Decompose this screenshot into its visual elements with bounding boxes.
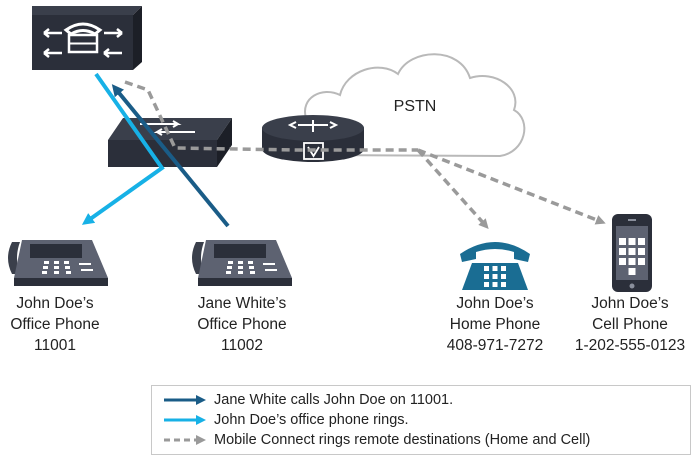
john-home-type: Home Phone: [449, 316, 541, 333]
john-office-phone-icon: [8, 240, 108, 286]
john-home-name: John Doe’s: [456, 295, 534, 312]
cell-phone-icon: [612, 214, 652, 292]
grey-dashed-path: [124, 80, 606, 229]
john-cell-number: 1-202-555-0123: [574, 337, 686, 354]
legend-text-dark-blue: Jane White calls John Doe on 11001.: [214, 392, 454, 408]
jane-office-name: Jane White’s: [197, 295, 287, 312]
legend-text-cyan: John Doe’s office phone rings.: [214, 412, 409, 428]
john-office-phone-label: John Doe’s Office Phone 11001: [0, 293, 110, 356]
jane-office-phone-label: Jane White’s Office Phone 11002: [182, 293, 302, 356]
john-cell-name: John Doe’s: [591, 295, 669, 312]
john-office-ext: 11001: [34, 337, 76, 354]
john-home-phone-label: John Doe’s Home Phone 408-971-7272: [430, 293, 560, 356]
jane-office-phone-icon: [192, 240, 292, 286]
john-home-number: 408-971-7272: [446, 337, 544, 354]
dark-blue-call-path: [111, 84, 230, 228]
cyan-ring-path: [81, 72, 165, 225]
legend-item-dark-blue: Jane White calls John Doe on 11001.: [162, 390, 453, 410]
john-cell-phone-label: John Doe’s Cell Phone 1-202-555-0123: [565, 293, 695, 356]
jane-office-ext: 11002: [221, 337, 263, 354]
solid-cyan-arrow-icon: [164, 415, 206, 425]
pstn-label: PSTN: [393, 98, 437, 115]
legend-item-cyan: John Doe’s office phone rings.: [162, 410, 409, 430]
switch-icon: [108, 118, 232, 167]
john-office-type: Office Phone: [10, 316, 100, 333]
legend-text-grey-dashed: Mobile Connect rings remote destinations…: [214, 432, 591, 448]
legend-item-grey-dashed: Mobile Connect rings remote destinations…: [162, 430, 590, 450]
jane-office-type: Office Phone: [197, 316, 287, 333]
call-manager-server-icon: [32, 6, 142, 70]
voice-gateway-router-icon: [262, 115, 364, 162]
home-phone-icon: [460, 242, 530, 290]
john-cell-type: Cell Phone: [592, 316, 668, 333]
john-office-name: John Doe’s: [16, 295, 94, 312]
legend: Jane White calls John Doe on 11001. John…: [151, 385, 691, 455]
dashed-grey-arrow-icon: [164, 435, 206, 445]
solid-dark-blue-arrow-icon: [164, 395, 206, 405]
